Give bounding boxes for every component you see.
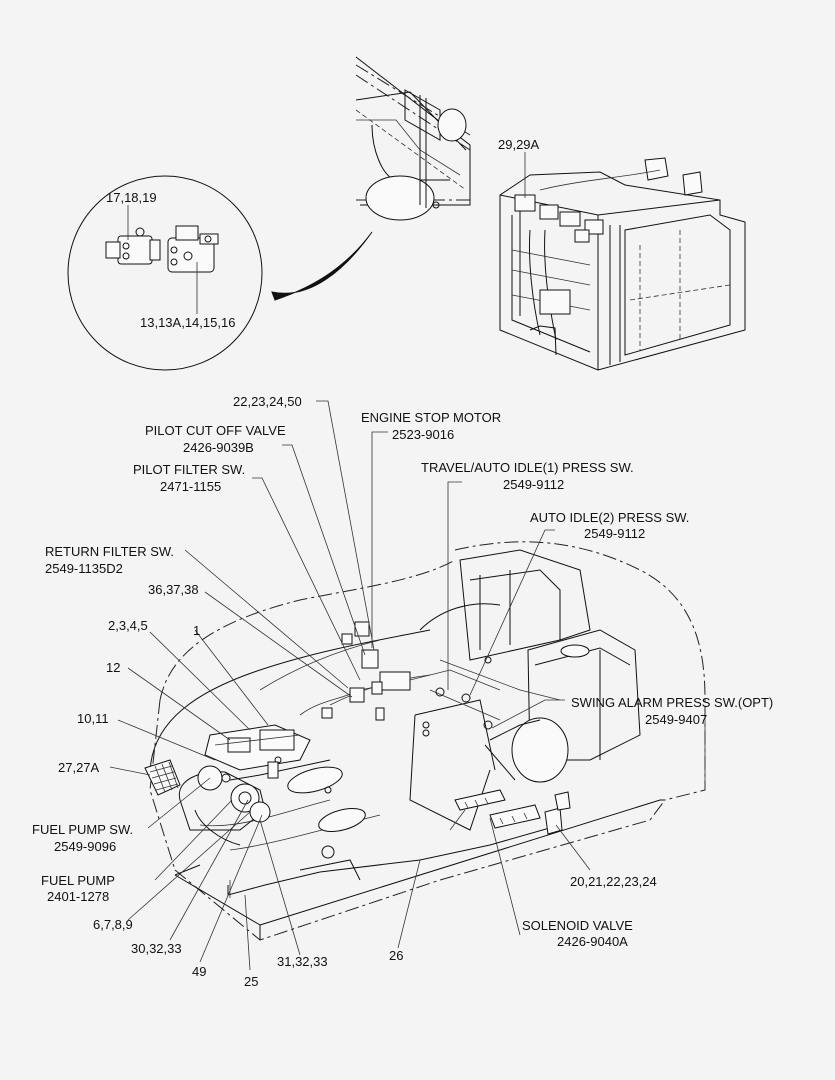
cab-drawing [499,157,746,371]
engine-stop-motor-title: ENGINE STOP MOTOR [361,410,501,425]
leader-lines [109,152,706,971]
return-filter-sw-part-no: 2549-1135D2 [45,561,123,576]
pilot-filter-sw-part-no: 2471-1155 [160,479,221,494]
travel-auto-idle-1-press-sw-title: TRAVEL/AUTO IDLE(1) PRESS SW. [421,460,634,475]
pilot-filter-sw-title: PILOT FILTER SW. [133,462,245,477]
label-10-11: 10,11 [77,711,109,726]
label-22-23-24-50: 22,23,24,50 [233,394,302,409]
fuel-pump-sw-part-no: 2549-9096 [54,839,116,854]
label-49: 49 [192,964,206,979]
engine-stop-motor-part-no: 2523-9016 [392,427,454,442]
detail-magnifier [67,175,373,371]
swing-alarm-press-sw-part-no: 2549-9407 [645,712,707,727]
fuel-pump-sw-title: FUEL PUMP SW. [32,822,133,837]
auto-idle-2-press-sw-part-no: 2549-9112 [584,526,645,541]
solenoid-valve-title: SOLENOID VALVE [522,918,633,933]
label-2-3-4-5: 2,3,4,5 [108,618,148,633]
solenoid-valve-part-no: 2426-9040A [557,934,628,949]
pilot-cut-off-valve-part-no: 2426-9039B [183,440,254,455]
label-17-18-19: 17,18,19 [106,190,157,205]
label-6-7-8-9: 6,7,8,9 [93,917,133,932]
label-20-21-22-23-24: 20,21,22,23,24 [570,874,657,889]
label-30-32-33: 30,32,33 [131,941,182,956]
callout-labels: 17,18,19 13,13A,14,15,16 29,29A 22,23,24… [32,137,773,989]
fuel-pump-part-no: 2401-1278 [47,889,109,904]
label-12: 12 [106,660,120,675]
label-27-27a: 27,27A [58,760,100,775]
mounting-detail-drawing [355,56,471,221]
label-13-13a-14-15-16: 13,13A,14,15,16 [140,315,235,330]
return-filter-sw-title: RETURN FILTER SW. [45,544,174,559]
pilot-cut-off-valve-title: PILOT CUT OFF VALVE [145,423,286,438]
auto-idle-2-press-sw-title: AUTO IDLE(2) PRESS SW. [530,510,689,525]
label-31-32-33: 31,32,33 [277,954,328,969]
label-25: 25 [244,974,258,989]
label-29-29a: 29,29A [498,137,540,152]
label-1: 1 [193,623,200,638]
swing-alarm-press-sw-title: SWING ALARM PRESS SW.(OPT) [571,695,773,710]
fuel-pump-title: FUEL PUMP [41,873,115,888]
label-36-37-38: 36,37,38 [148,582,199,597]
label-26: 26 [389,948,403,963]
travel-auto-idle-1-press-sw-part-no: 2549-9112 [503,477,564,492]
